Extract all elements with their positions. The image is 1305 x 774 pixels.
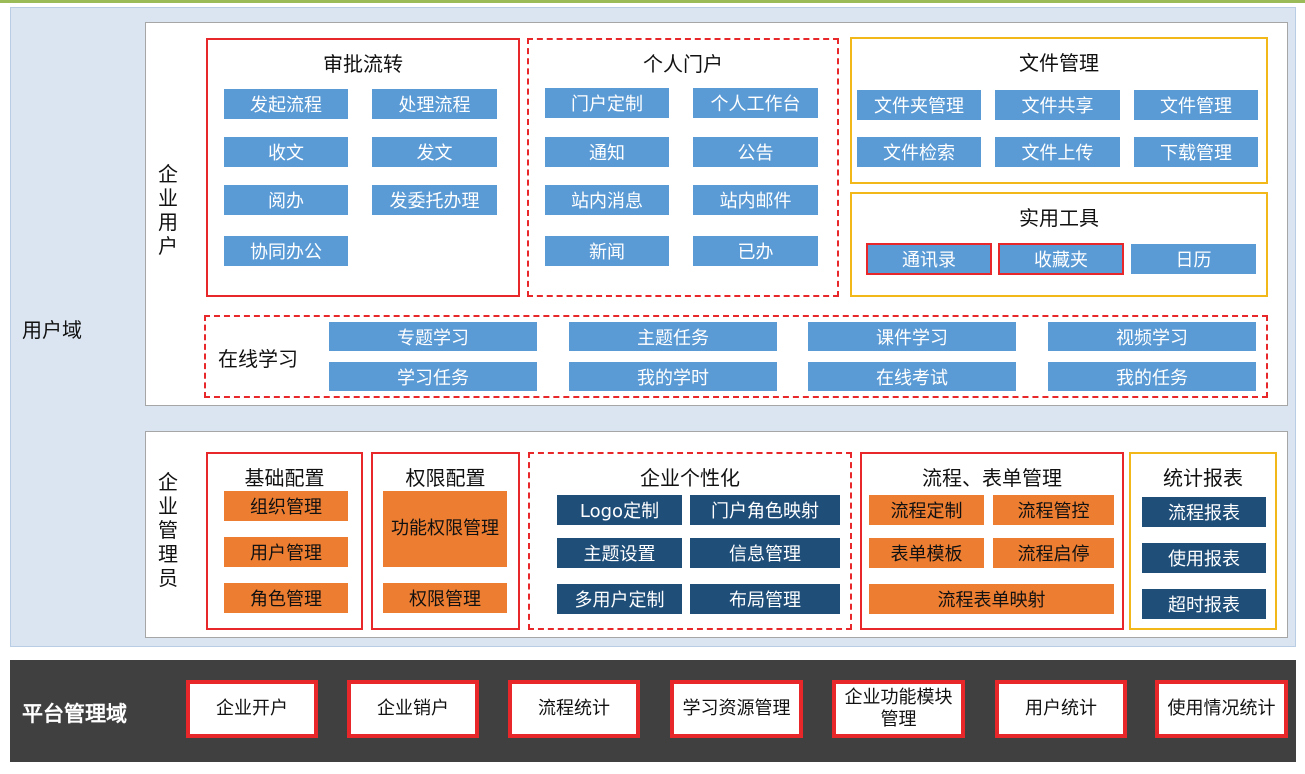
portal-item-notice[interactable]: 通知 <box>545 137 669 167</box>
personalization-item-multi-user[interactable]: 多用户定制 <box>557 584 682 614</box>
platform-item-learning-resources[interactable]: 学习资源管理 <box>670 680 803 738</box>
portal-item-news[interactable]: 新闻 <box>545 236 669 266</box>
permission-config-group: 权限配置 <box>371 452 520 630</box>
portal-title: 个人门户 <box>643 52 723 76</box>
tools-item-favorites[interactable]: 收藏夹 <box>998 243 1124 275</box>
platform-item-user-stats[interactable]: 用户统计 <box>995 680 1127 738</box>
learning-item-my-task[interactable]: 我的任务 <box>1048 362 1256 391</box>
learning-item-hours[interactable]: 我的学时 <box>569 362 777 391</box>
personalization-title: 企业个性化 <box>640 466 740 490</box>
ea-label-char-2: 管 <box>158 518 178 542</box>
eu-label-char-3: 户 <box>158 234 178 258</box>
portal-group: 个人门户 <box>527 38 839 297</box>
ea-label-char-0: 企 <box>158 470 178 494</box>
files-title: 文件管理 <box>1019 51 1099 75</box>
files-item-upload[interactable]: 文件上传 <box>995 137 1120 167</box>
approval-group: 审批流转 <box>206 38 520 297</box>
permission-item-manage[interactable]: 权限管理 <box>383 583 507 613</box>
learning-item-courseware[interactable]: 课件学习 <box>808 322 1016 351</box>
approval-item-read[interactable]: 阅办 <box>224 185 348 215</box>
workflow-item-start-stop[interactable]: 流程启停 <box>993 538 1114 568</box>
tools-item-contacts[interactable]: 通讯录 <box>866 243 992 275</box>
files-group: 文件管理 <box>850 37 1268 184</box>
approval-title: 审批流转 <box>323 52 403 76</box>
files-item-download[interactable]: 下载管理 <box>1134 137 1258 167</box>
basic-config-title: 基础配置 <box>244 466 325 490</box>
personalization-group: 企业个性化 <box>528 452 852 630</box>
eu-label-char-0: 企 <box>158 162 178 186</box>
ea-label-char-3: 理 <box>158 542 178 566</box>
approval-item-delegate[interactable]: 发委托办理 <box>372 185 497 215</box>
platform-item-function-modules[interactable]: 企业功能模块管理 <box>832 680 965 738</box>
eu-label-char-1: 业 <box>158 186 178 210</box>
workflow-item-customize[interactable]: 流程定制 <box>869 495 984 525</box>
personalization-item-info[interactable]: 信息管理 <box>690 538 840 568</box>
eu-label-char-2: 用 <box>158 210 178 234</box>
portal-item-mail[interactable]: 站内邮件 <box>693 185 818 215</box>
workflow-group: 流程、表单管理 <box>860 452 1124 630</box>
files-item-folder[interactable]: 文件夹管理 <box>857 90 981 120</box>
portal-item-announcement[interactable]: 公告 <box>693 137 818 167</box>
platform-item-flow-stats[interactable]: 流程统计 <box>508 680 640 738</box>
top-accent-line <box>0 0 1305 3</box>
tools-title: 实用工具 <box>1019 206 1099 230</box>
approval-item-handle-flow[interactable]: 处理流程 <box>372 89 497 119</box>
personalization-item-theme[interactable]: 主题设置 <box>557 538 682 568</box>
files-item-share[interactable]: 文件共享 <box>995 90 1120 120</box>
user-domain-label: 用户域 <box>22 318 82 342</box>
learning-title: 在线学习 <box>218 347 298 371</box>
reports-group: 统计报表 <box>1129 452 1277 630</box>
permission-item-function[interactable]: 功能权限管理 <box>383 491 507 567</box>
basic-item-role[interactable]: 角色管理 <box>224 583 348 613</box>
approval-item-receive-doc[interactable]: 收文 <box>224 137 348 167</box>
platform-item-close-account[interactable]: 企业销户 <box>347 680 479 738</box>
platform-domain-label: 平台管理域 <box>22 702 127 726</box>
learning-group <box>204 315 1268 398</box>
workflow-item-form-template[interactable]: 表单模板 <box>869 538 984 568</box>
reports-item-flow[interactable]: 流程报表 <box>1142 497 1266 527</box>
portal-item-workbench[interactable]: 个人工作台 <box>693 88 818 118</box>
permission-config-title: 权限配置 <box>405 466 486 490</box>
portal-item-message[interactable]: 站内消息 <box>545 185 669 215</box>
basic-item-org[interactable]: 组织管理 <box>224 491 348 521</box>
learning-item-topic[interactable]: 专题学习 <box>329 322 537 351</box>
learning-item-video[interactable]: 视频学习 <box>1048 322 1256 351</box>
learning-item-theme-task[interactable]: 主题任务 <box>569 322 777 351</box>
portal-item-done[interactable]: 已办 <box>693 236 818 266</box>
platform-item-usage-stats[interactable]: 使用情况统计 <box>1155 680 1288 738</box>
tools-item-calendar[interactable]: 日历 <box>1131 244 1256 274</box>
files-item-search[interactable]: 文件检索 <box>857 137 981 167</box>
personalization-item-layout[interactable]: 布局管理 <box>690 584 840 614</box>
platform-item-open-account[interactable]: 企业开户 <box>186 680 318 738</box>
files-item-manage[interactable]: 文件管理 <box>1134 90 1258 120</box>
learning-item-study-task[interactable]: 学习任务 <box>329 362 537 391</box>
enterprise-user-label: 企业用户 <box>156 162 180 258</box>
basic-config-group: 基础配置 <box>206 452 363 630</box>
basic-item-user[interactable]: 用户管理 <box>224 537 348 567</box>
workflow-title: 流程、表单管理 <box>922 466 1062 490</box>
personalization-item-portal-role[interactable]: 门户角色映射 <box>690 495 840 525</box>
approval-item-start-flow[interactable]: 发起流程 <box>224 89 348 119</box>
tools-group: 实用工具 <box>850 192 1268 297</box>
workflow-item-form-mapping[interactable]: 流程表单映射 <box>869 584 1114 614</box>
ea-label-char-4: 员 <box>158 566 178 590</box>
enterprise-admin-label: 企业管理员 <box>156 470 180 590</box>
reports-item-usage[interactable]: 使用报表 <box>1142 543 1266 573</box>
approval-item-collab[interactable]: 协同办公 <box>224 236 348 266</box>
ea-label-char-1: 业 <box>158 494 178 518</box>
workflow-item-control[interactable]: 流程管控 <box>993 495 1114 525</box>
portal-item-custom[interactable]: 门户定制 <box>545 88 669 118</box>
learning-item-exam[interactable]: 在线考试 <box>808 362 1016 391</box>
approval-item-send-doc[interactable]: 发文 <box>372 137 497 167</box>
personalization-item-logo[interactable]: Logo定制 <box>557 495 682 525</box>
reports-title: 统计报表 <box>1163 466 1243 490</box>
reports-item-timeout[interactable]: 超时报表 <box>1142 589 1266 619</box>
